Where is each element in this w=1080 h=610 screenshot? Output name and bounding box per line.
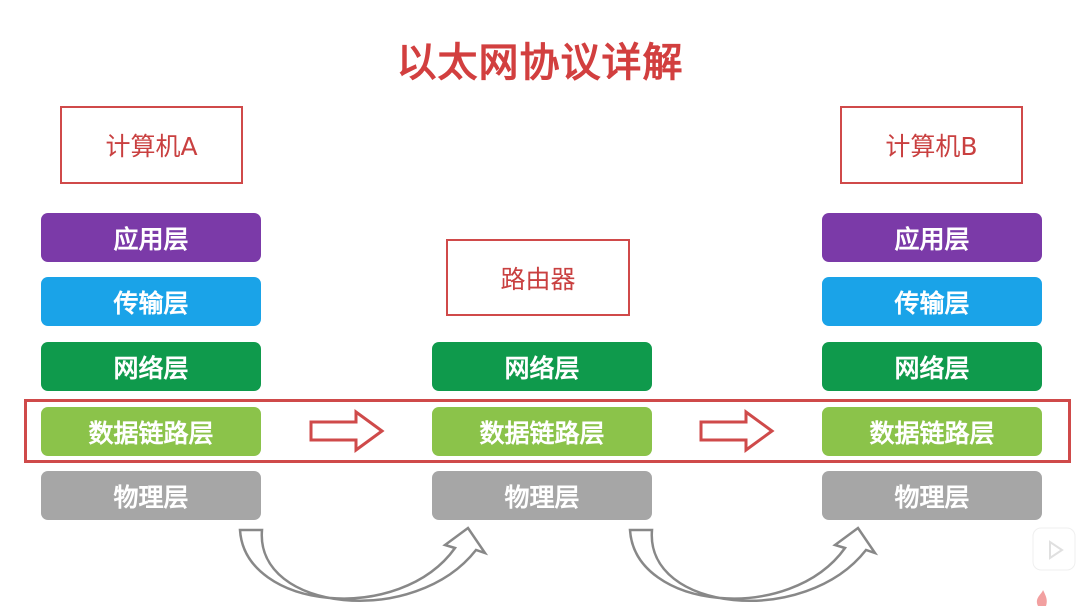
b-application-layer: 应用层: [822, 213, 1042, 262]
a-datalink-layer: 数据链路层: [41, 407, 261, 456]
a-physical-layer: 物理层: [41, 471, 261, 520]
a-network-layer: 网络层: [41, 342, 261, 391]
a-application-layer: 应用层: [41, 213, 261, 262]
a-transport-layer: 传输层: [41, 277, 261, 326]
right-arrow-icon: [309, 409, 385, 453]
router-network-layer: 网络层: [432, 342, 652, 391]
flame-logo-icon: [1036, 590, 1047, 606]
router-label: 路由器: [446, 239, 630, 316]
b-transport-layer: 传输层: [822, 277, 1042, 326]
video-player-icon: [1032, 527, 1076, 571]
computer-b-label: 计算机B: [840, 106, 1023, 184]
right-arrow-icon: [699, 409, 775, 453]
computer-a-label: 计算机A: [60, 106, 243, 184]
router-physical-layer: 物理层: [432, 471, 652, 520]
curved-arrow-icon: [628, 526, 879, 602]
datalink-highlight-box: [24, 399, 1071, 463]
router-datalink-layer: 数据链路层: [432, 407, 652, 456]
b-datalink-layer: 数据链路层: [822, 407, 1042, 456]
b-network-layer: 网络层: [822, 342, 1042, 391]
slide-title: 以太网协议详解: [396, 40, 684, 86]
b-physical-layer: 物理层: [822, 471, 1042, 520]
curved-arrow-icon: [238, 526, 489, 602]
